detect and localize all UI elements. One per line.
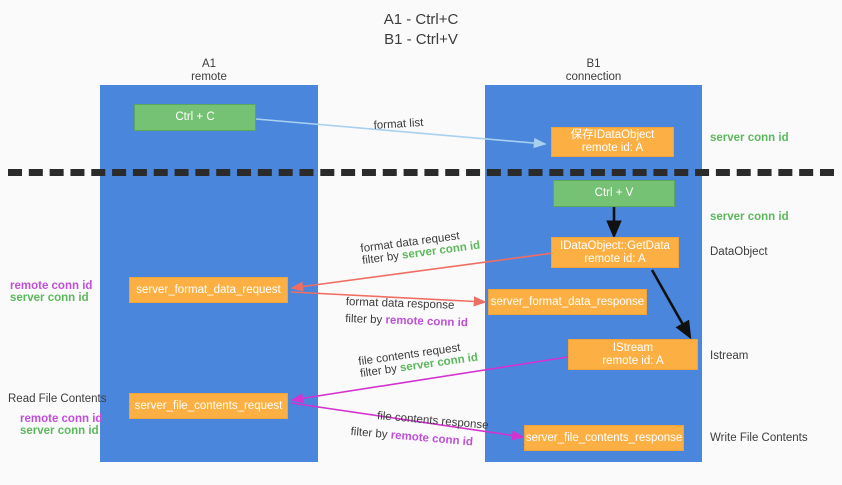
node-ctrl-c[interactable]: Ctrl + C: [134, 104, 256, 131]
node-idataobject-getdata[interactable]: IDataObject::GetData remote id: A: [551, 237, 679, 268]
side-label-server-conn-id-4: server conn id: [20, 425, 99, 437]
arrow-format-data-request: [290, 252, 554, 292]
column-header-b1: B1 connection: [485, 58, 702, 84]
side-label-server-conn-id-1: server conn id: [710, 132, 789, 144]
title-line-1: A1 - Ctrl+C: [383, 11, 459, 28]
node-getdata-line2: remote id: A: [584, 252, 646, 265]
node-server-file-contents-request-label: server_file_contents_request: [134, 399, 283, 412]
node-ctrl-v-label: Ctrl + V: [594, 187, 634, 199]
side-label-server-conn-id-3: server conn id: [10, 292, 89, 304]
divider-dashed: [8, 169, 834, 176]
side-label-write-file-contents: Write File Contents: [710, 432, 808, 444]
arrow-file-contents-request: [290, 356, 569, 404]
arrow-file-contents-response: [290, 402, 525, 441]
node-server-file-contents-request[interactable]: server_file_contents_request: [129, 393, 288, 419]
node-ctrl-c-label: Ctrl + C: [175, 111, 215, 123]
column-a1-sub: remote: [191, 71, 227, 83]
node-ctrl-v[interactable]: Ctrl + V: [553, 180, 675, 207]
node-idataobject-line2: remote id: A: [581, 142, 644, 154]
node-idataobject[interactable]: 保存IDataObject remote id: A: [551, 127, 674, 157]
node-getdata-line1: IDataObject::GetData: [560, 239, 670, 252]
node-server-format-data-response[interactable]: server_format_data_response: [488, 289, 647, 315]
arrow-getdata-to-istream: [650, 269, 692, 340]
column-b1-sub: connection: [565, 71, 622, 83]
side-label-dataobject: DataObject: [710, 246, 768, 258]
side-label-read-file-contents: Read File Contents: [8, 393, 107, 405]
page-title: A1 - Ctrl+C B1 - Ctrl+V: [0, 10, 842, 50]
node-idataobject-line1: 保存IDataObject: [570, 129, 655, 141]
title-line-2: B1 - Ctrl+V: [384, 31, 458, 48]
arrow-format-data-response: [290, 291, 487, 307]
node-server-file-contents-response[interactable]: server_file_contents_response: [524, 425, 684, 451]
node-server-format-data-response-label: server_format_data_response: [490, 295, 645, 308]
side-label-remote-conn-id-2: remote conn id: [20, 413, 103, 425]
column-b1-name: B1: [586, 58, 601, 70]
node-server-format-data-request[interactable]: server_format_data_request: [129, 277, 288, 303]
node-istream[interactable]: IStream remote id: A: [568, 339, 698, 370]
node-istream-line1: IStream: [612, 341, 654, 354]
edge-label-format-data-response: format data response filter by remote co…: [345, 296, 469, 329]
column-header-a1: A1 remote: [100, 58, 318, 84]
arrow-format-list: [255, 118, 547, 149]
node-istream-line2: remote id: A: [602, 354, 664, 367]
side-label-remote-conn-id-1: remote conn id: [10, 280, 93, 292]
node-server-file-contents-response-label: server_file_contents_response: [525, 431, 683, 444]
side-label-group-left-top: remote conn id server conn id: [10, 280, 92, 304]
side-label-server-conn-id-2: server conn id: [710, 211, 789, 223]
side-label-group-left-bottom: remote conn id server conn id: [20, 413, 102, 437]
column-a1-name: A1: [201, 58, 217, 70]
side-label-istream: Istream: [710, 350, 749, 362]
node-server-format-data-request-label: server_format_data_request: [136, 283, 281, 296]
